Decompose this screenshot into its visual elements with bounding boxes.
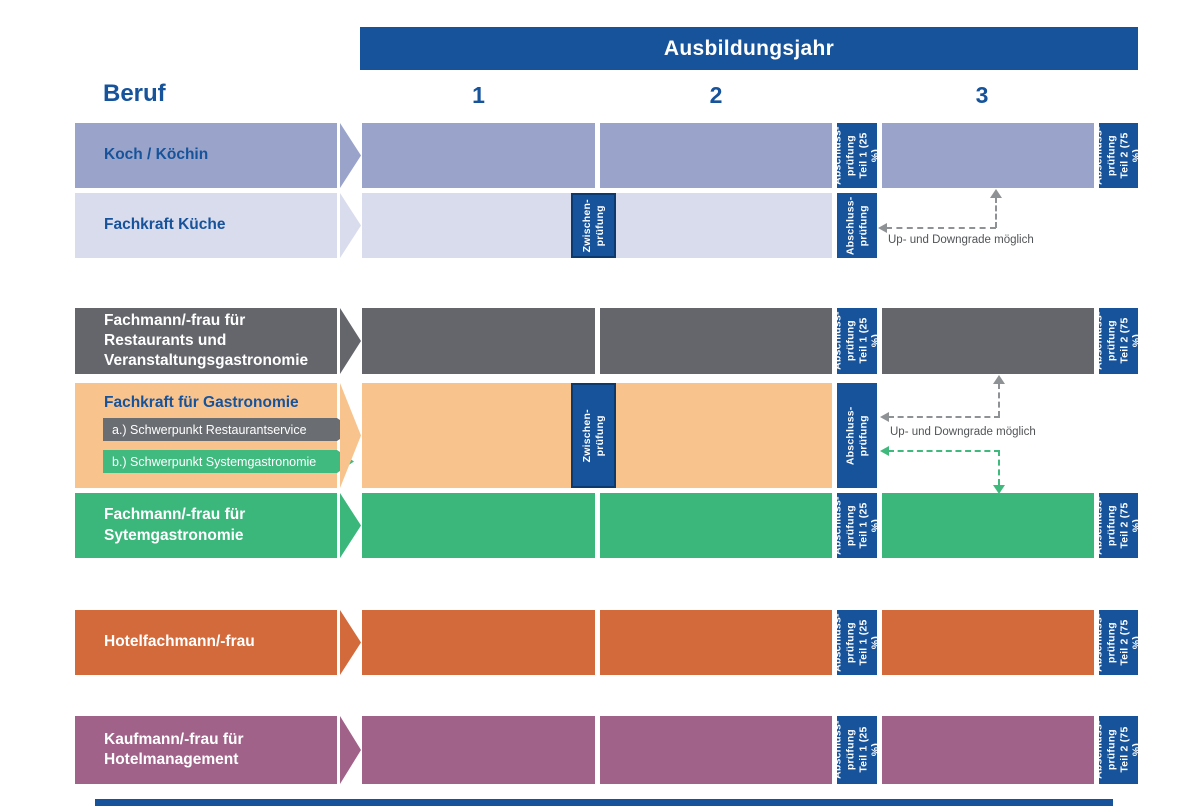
upgrade-connector-horizontal: [888, 416, 1000, 418]
year1-bar: [362, 716, 595, 784]
option-chip-systemgastronomie: b.) Schwerpunkt Systemgastronomie: [103, 450, 337, 473]
chevron-right-icon: [340, 610, 361, 675]
year1-bar: [362, 193, 595, 258]
year2-bar: [600, 193, 832, 258]
row-title: Fachkraft für Gastronomie: [104, 394, 299, 411]
exam-box-zwischenpruefung: Zwischen- prüfung: [571, 383, 616, 488]
year3-bar: [882, 123, 1094, 188]
chevron-right-icon: [340, 383, 361, 488]
arrow-left-icon: [878, 223, 887, 233]
row-label: Fachkraft Küche: [75, 193, 337, 258]
exam-box-abschluss-teil1: Abschluss- prüfung Teil 1 (25 %): [831, 308, 882, 374]
exam-box-abschluss-teil2: Abschluss- prüfung Teil 2 (75 %): [1093, 123, 1143, 188]
upgrade-note: Up- und Downgrade möglich: [888, 234, 1034, 246]
chevron-right-icon: [340, 193, 361, 258]
exam-box-abschluss-teil2: Abschluss- prüfung Teil 2 (75 %): [1093, 493, 1143, 558]
track-row-systemgastronomie: Fachmann/-frau für Sytemgastronomie Absc…: [0, 493, 1200, 558]
upgrade-connector-horizontal: [886, 227, 996, 229]
track-row-hotelmanagement: Kaufmann/-frau für Hotelmanagement Absch…: [0, 716, 1200, 784]
exam-box-abschluss: Abschluss- prüfung: [837, 193, 877, 258]
year2-bar: [600, 610, 832, 675]
exam-box-abschluss-teil2: Abschluss- prüfung Teil 2 (75 %): [1093, 716, 1143, 784]
arrow-up-icon: [993, 375, 1005, 384]
chevron-right-icon: [340, 308, 361, 374]
track-row-gastronomie: Fachkraft für Gastronomie a.) Schwerpunk…: [0, 383, 1200, 488]
ausbildungsjahr-header: Ausbildungsjahr: [360, 27, 1138, 70]
exam-box-abschluss-teil1: Abschluss- prüfung Teil 1 (25 %): [831, 716, 882, 784]
arrow-left-icon: [880, 446, 889, 456]
row-label: Fachmann/-frau für Sytemgastronomie: [75, 493, 337, 558]
year-column-3: 3: [975, 82, 989, 108]
year1-bar: [362, 308, 595, 374]
chevron-right-icon: [340, 493, 361, 558]
year1-bar: [362, 493, 595, 558]
upgrade-note: Up- und Downgrade möglich: [890, 426, 1036, 438]
chevron-right-icon: [340, 123, 361, 188]
row-label: Fachmann/-frau für Restaurants und Veran…: [75, 308, 337, 374]
track-row-hotelfach: Hotelfachmann/-frau Abschluss- prüfung T…: [0, 610, 1200, 675]
ausbildungsjahr-label: Ausbildungsjahr: [663, 36, 835, 60]
option-chip-restaurantservice: a.) Schwerpunkt Restaurantservice: [103, 418, 337, 441]
upgrade-connector-vertical: [995, 197, 997, 228]
year2-bar: [600, 383, 832, 488]
upgrade-connector-vertical: [998, 383, 1000, 417]
year-column-2: 2: [709, 82, 723, 108]
year2-bar: [600, 493, 832, 558]
exam-box-abschluss-teil1: Abschluss- prüfung Teil 1 (25 %): [831, 610, 882, 675]
year2-bar: [600, 308, 832, 374]
exam-box-abschluss-teil2: Abschluss- prüfung Teil 2 (75 %): [1093, 308, 1143, 374]
year3-bar: [882, 716, 1094, 784]
year1-bar: [362, 383, 595, 488]
exam-box-abschluss-teil1: Abschluss- prüfung Teil 1 (25 %): [831, 493, 882, 558]
year-column-1: 1: [472, 82, 485, 108]
row-label: Hotelfachmann/-frau: [75, 610, 337, 675]
year3-bar: [882, 610, 1094, 675]
track-row-koch: Koch / Köchin Abschluss- prüfung Teil 1 …: [0, 123, 1200, 188]
footer-divider: [95, 799, 1113, 806]
exam-box-zwischenpruefung: Zwischen- prüfung: [571, 193, 616, 258]
row-label: Koch / Köchin: [75, 123, 337, 188]
year3-bar: [882, 493, 1094, 558]
exam-box-abschluss-teil2: Abschluss- prüfung Teil 2 (75 %): [1093, 610, 1143, 675]
year3-bar: [882, 308, 1094, 374]
year2-bar: [600, 716, 832, 784]
track-row-fachkraft-kueche: Fachkraft Küche Zwischen- prüfung Abschl…: [0, 193, 1200, 258]
beruf-heading: Beruf: [103, 80, 166, 107]
arrow-down-icon: [993, 485, 1005, 494]
exam-box-abschluss-teil1: Abschluss- prüfung Teil 1 (25 %): [831, 123, 882, 188]
downgrade-connector-horizontal: [888, 450, 1000, 452]
row-label: Kaufmann/-frau für Hotelmanagement: [75, 716, 337, 784]
arrow-left-icon: [880, 412, 889, 422]
chevron-right-icon: [340, 716, 361, 784]
year1-bar: [362, 123, 595, 188]
year1-bar: [362, 610, 595, 675]
track-row-restaurants: Fachmann/-frau für Restaurants und Veran…: [0, 308, 1200, 374]
arrow-up-icon: [990, 189, 1002, 198]
exam-box-abschluss: Abschluss- prüfung: [837, 383, 877, 488]
year2-bar: [600, 123, 832, 188]
downgrade-connector-vertical: [998, 450, 1000, 485]
